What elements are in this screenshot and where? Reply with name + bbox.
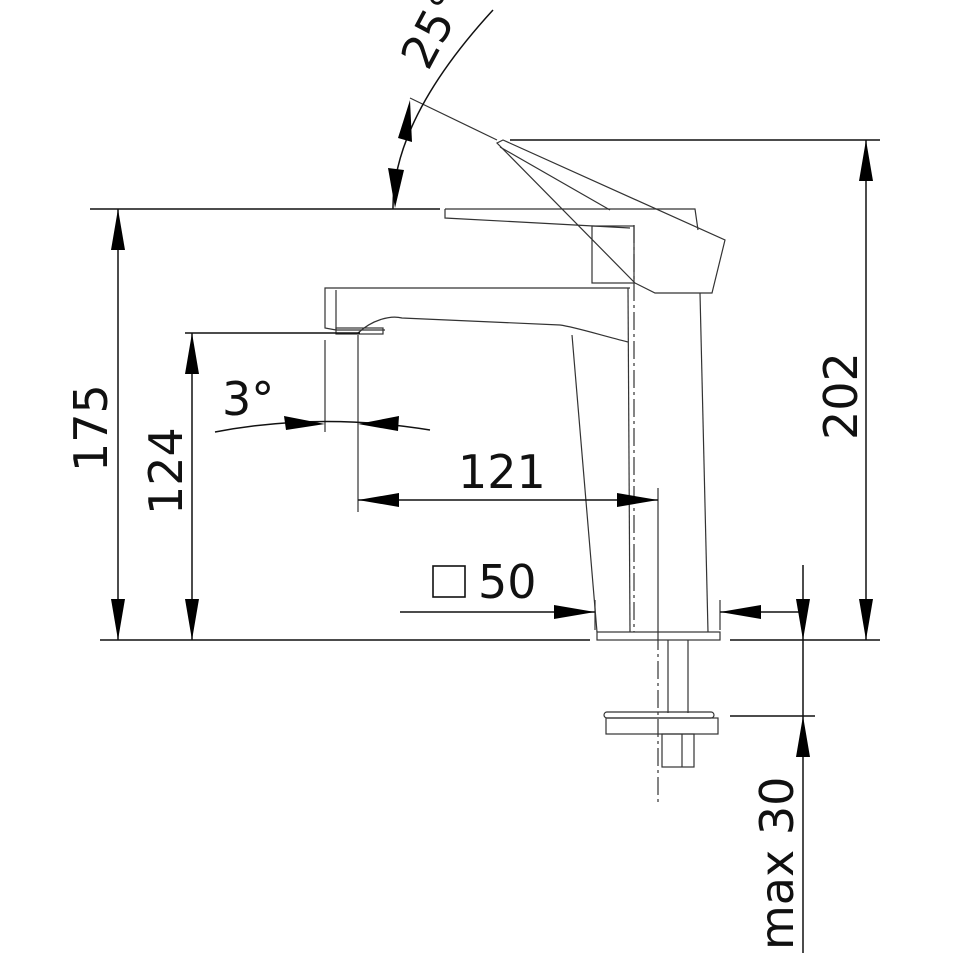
label-124: 124 — [139, 427, 193, 515]
label-3-degrees: 3° — [222, 372, 274, 426]
dimension-max30 — [796, 565, 810, 953]
label-50: 50 — [478, 555, 537, 609]
extension-lines — [90, 97, 880, 717]
dimension-50 — [400, 605, 800, 619]
label-max30: max 30 — [750, 777, 804, 950]
label-121: 121 — [458, 445, 546, 499]
dimension-25-degrees — [388, 9, 494, 210]
dimension-3-degrees — [214, 416, 431, 433]
square-symbol-icon — [432, 565, 466, 598]
label-25-degrees: 25° — [390, 0, 476, 77]
dimension-124 — [185, 333, 199, 640]
dimension-202 — [859, 140, 873, 640]
dimension-121 — [358, 493, 658, 507]
label-202: 202 — [814, 352, 868, 440]
dimension-175 — [111, 209, 125, 640]
label-175: 175 — [64, 384, 118, 472]
